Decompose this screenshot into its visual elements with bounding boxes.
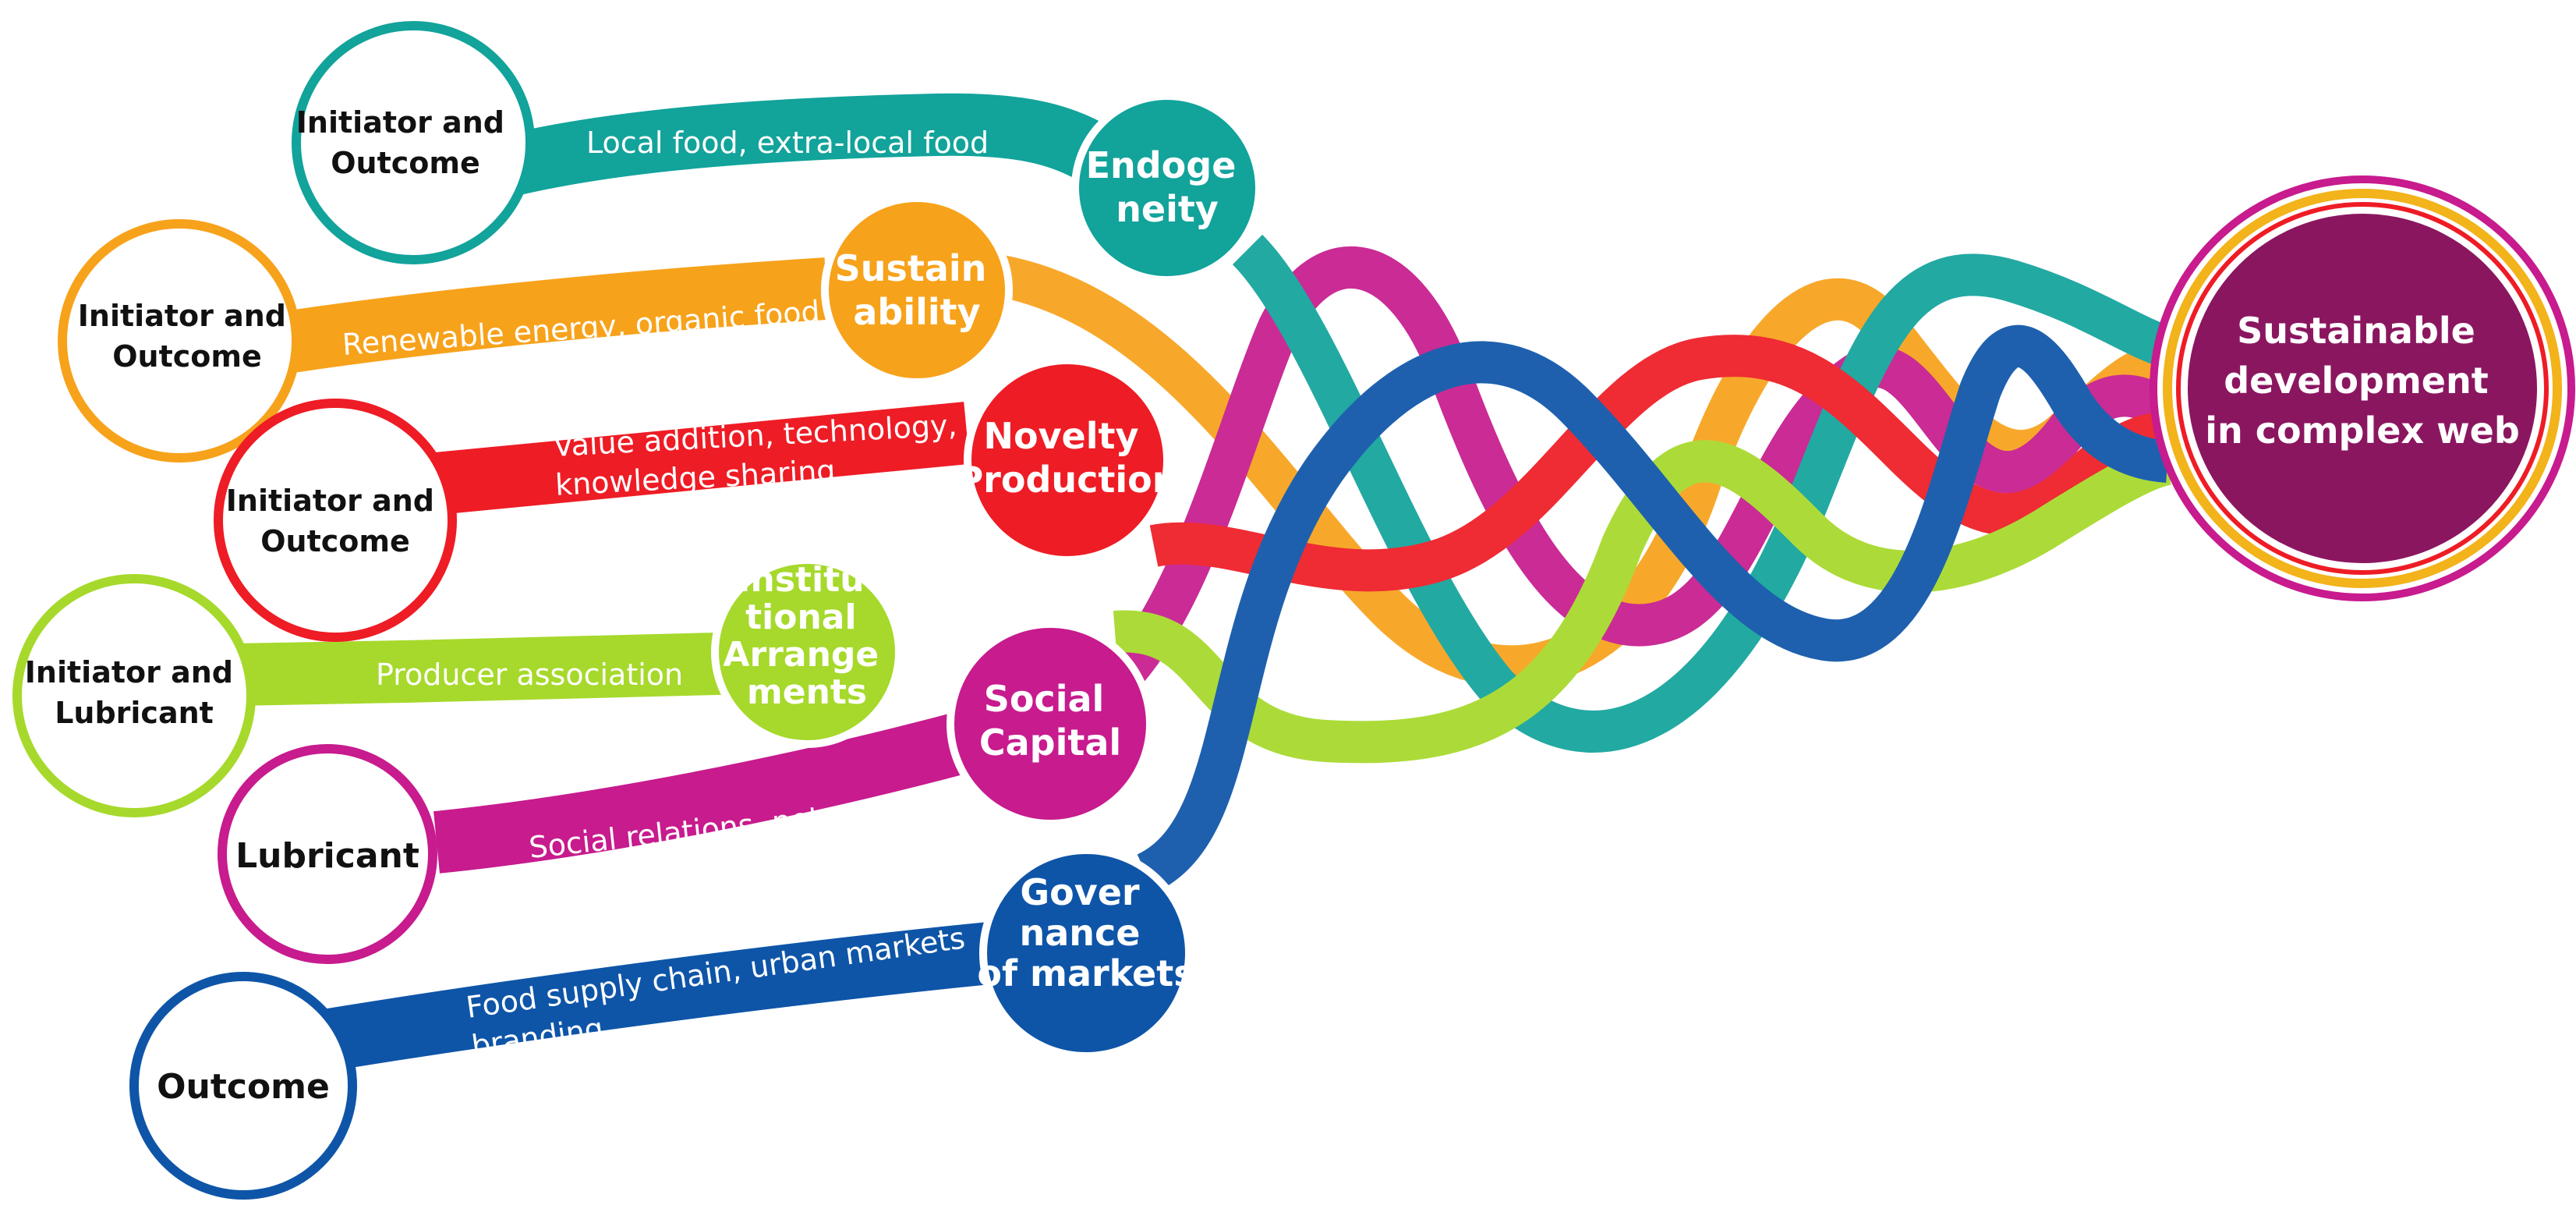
concept-circles: Endoge neity Sustain ability Novelty Pro…	[711, 92, 1263, 1060]
role-label: Initiator and Outcome	[78, 299, 296, 374]
concept-node-institutional: Institu tional Arrange ments	[711, 556, 903, 748]
concept-circle	[1071, 92, 1263, 284]
ribbon-orange	[276, 257, 829, 374]
final-ring-gold	[2163, 189, 2562, 588]
concept-node-governance: Gover nance of markets	[977, 846, 1195, 1060]
strand-magenta	[1079, 246, 2174, 720]
role-circle	[218, 744, 437, 964]
strand-blue	[1136, 324, 2170, 893]
role-node-social: Lubricant	[218, 744, 437, 964]
woven-strands	[979, 234, 2174, 893]
concept-label: Novelty Production	[957, 415, 1177, 501]
role-label: Initiator and Outcome	[296, 105, 515, 180]
ribbon-green	[233, 632, 749, 706]
role-circle	[58, 219, 301, 463]
role-label: Initiator and Outcome	[226, 484, 444, 558]
role-circle	[292, 21, 535, 264]
role-node-institutional: Initiator and Lubricant	[12, 574, 256, 817]
left-ribbons	[233, 93, 1115, 1076]
role-label: Lubricant	[235, 836, 419, 876]
concept-label: Social Capital	[979, 678, 1121, 764]
role-node-sustainability: Initiator and Outcome	[58, 219, 301, 463]
final-circle	[2188, 214, 2537, 563]
final-ring-red	[2176, 202, 2549, 575]
ribbon-label-green: Producer association	[376, 658, 683, 692]
final-node: Sustainable development in complex web	[2150, 175, 2575, 601]
ribbon-teal	[405, 93, 1115, 218]
role-circles: Initiator and Outcome Initiator and Outc…	[12, 21, 535, 1200]
ribbon-blue	[291, 920, 1009, 1076]
concept-label: Endoge neity	[1086, 144, 1249, 230]
role-node-governance: Outcome	[129, 972, 357, 1200]
role-node-endogeneity: Initiator and Outcome	[292, 21, 535, 264]
strand-red	[1149, 335, 2168, 592]
ribbon-magenta	[433, 707, 991, 874]
role-node-novelty: Initiator and Outcome	[214, 399, 457, 642]
concept-circle	[711, 556, 903, 748]
concept-circle	[821, 194, 1013, 386]
concept-node-novelty: Novelty Production	[957, 356, 1178, 564]
concept-node-social: Social Capital	[947, 620, 1154, 828]
concept-label: Sustain ability	[835, 247, 1000, 333]
concept-circle	[964, 356, 1171, 564]
role-label: Outcome	[157, 1067, 330, 1107]
role-circle	[12, 574, 256, 817]
concept-label: Institu tional Arrange ments	[723, 560, 890, 712]
ribbon-red	[433, 402, 971, 515]
strand-teal	[1232, 234, 2174, 753]
role-label: Initiator and Lubricant	[25, 655, 243, 730]
final-label: Sustainable development in complex web	[2205, 310, 2520, 452]
concept-node-sustainability: Sustain ability	[821, 194, 1013, 386]
ribbon-label-teal: Local food, extra-local food	[586, 126, 989, 160]
role-circle	[214, 399, 457, 642]
concept-circle	[947, 620, 1154, 828]
concept-circle	[979, 846, 1193, 1060]
role-circle	[129, 972, 357, 1200]
concept-label: Gover nance of markets	[977, 871, 1194, 994]
concept-node-endogeneity: Endoge neity	[1071, 92, 1263, 284]
